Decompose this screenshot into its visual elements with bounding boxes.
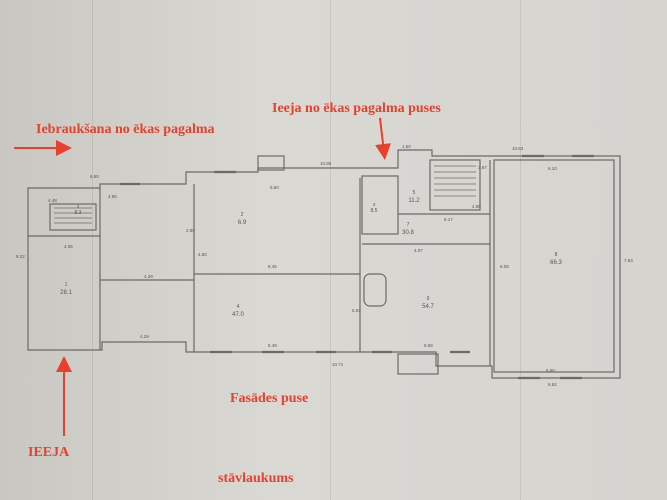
dimension-label: 5.17 (444, 217, 453, 222)
paper-fold (520, 0, 521, 500)
building-outline (27, 149, 621, 379)
windows (120, 154, 594, 380)
dimension-label: 3.67 (478, 165, 487, 170)
paper-fold (92, 0, 93, 500)
dimension-label: 10.63 (512, 146, 524, 151)
dimension-label: 8.45 (268, 264, 277, 269)
annotation-entrance-courtyard: Ieeja no ēkas pagalma puses (272, 101, 441, 116)
paper-fold (330, 0, 331, 500)
dimension-label: 4.89 (472, 204, 481, 209)
room-area: 54.7 (422, 304, 434, 310)
room-number: 3 (373, 202, 376, 207)
room-area: 30.8 (402, 230, 414, 236)
dimension-label: 6.49 (268, 343, 277, 348)
room-area: 8.3 (75, 210, 82, 216)
dimension-label: 9.50 (90, 174, 99, 179)
room-area: 47.0 (232, 312, 244, 318)
dimension-label: 2.80 (186, 228, 195, 233)
dimension-label: 4.96 (108, 194, 117, 199)
dimension-label: 4.29 (144, 274, 153, 279)
dimension-label: 6.50 (270, 185, 279, 190)
dimension-label: 7.83 (624, 258, 633, 263)
room-area: 66.3 (550, 260, 562, 266)
dimension-label: 8.22 (16, 254, 25, 259)
room-number: 8 (555, 252, 558, 258)
dimension-label: 4.48 (48, 198, 57, 203)
room-number: 3 (77, 204, 80, 209)
annotation-parking: stāvlaukums (218, 471, 294, 486)
dimension-label: 5.58 (424, 343, 433, 348)
dimension-label: 1.50 (402, 144, 411, 149)
room-number: 4 (237, 304, 240, 310)
arrow-ieeja-top (375, 117, 392, 160)
dimension-label: 6.00 (546, 368, 555, 373)
room-number: 2 (241, 212, 244, 218)
dimension-label: 5.81 (352, 308, 361, 313)
room-area: 6.9 (238, 220, 247, 226)
dimension-label: 6.62 (548, 382, 557, 387)
dimension-label: 10.71 (332, 362, 344, 367)
annotation-driveway: Iebraukšana no ēkas pagalma (36, 122, 215, 137)
room-number: 7 (407, 222, 410, 228)
dimension-label: 6.10 (548, 166, 557, 171)
room-number: 9 (427, 296, 430, 302)
room-number: 1 (65, 282, 68, 288)
room-number: 5 (413, 190, 416, 196)
dimension-label: 4.29 (140, 334, 149, 339)
dimension-label: 4.05 (64, 244, 73, 249)
dimension-label: 6.08 (500, 264, 509, 269)
room-area: 8.5 (371, 208, 378, 214)
dimension-label: 4.07 (414, 248, 423, 253)
dimension-label: 10.85 (320, 161, 332, 166)
annotation-facade: Fasādes puse (230, 391, 309, 406)
stairs (54, 165, 476, 224)
dimension-label: 4.83 (198, 252, 207, 257)
annotation-entrance: IEEJA (28, 445, 70, 460)
room-area: 28.1 (60, 290, 72, 296)
room-area: 11.2 (408, 198, 420, 204)
